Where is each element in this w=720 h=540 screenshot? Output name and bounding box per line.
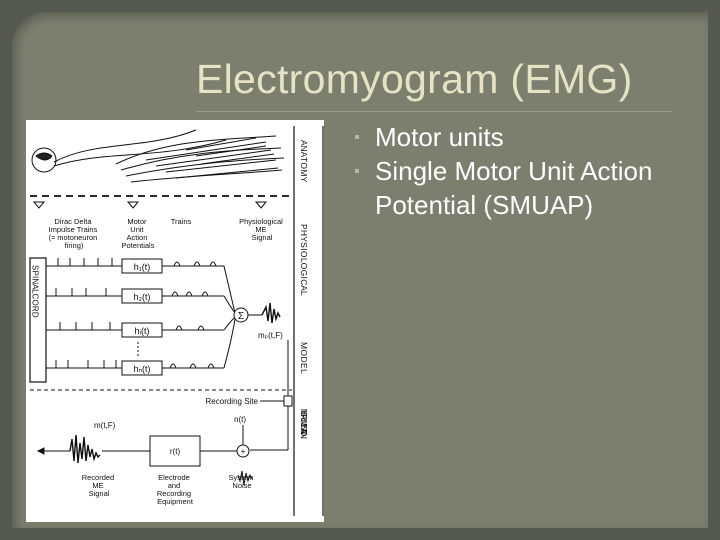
bullet-text: Single Motor Unit Action Potential (SMUA… <box>375 156 653 220</box>
side-label-anatomy: A N A T O M Y <box>299 140 309 183</box>
r-label: r(t) <box>170 447 181 456</box>
col-muap-header: Motor Unit Action Potentials <box>122 217 155 250</box>
bullet-mark-icon <box>355 135 359 139</box>
recording-site-box <box>283 395 293 407</box>
anatomy-sketch <box>31 129 285 183</box>
emg-model-figure: A N A T O M Y P H Y S I O L O G I C A L … <box>26 120 324 522</box>
sum-symbol: Σ <box>238 311 244 322</box>
spinal-cord-box <box>29 257 47 383</box>
plus-symbol: + <box>241 447 246 456</box>
h-box-label: hₙ(t) <box>133 364 150 374</box>
instrumentation-chain <box>36 425 253 486</box>
slide-title: Electromyogram (EMG) <box>196 56 633 102</box>
side-label-physiological: P H Y S I O L O G I C A L <box>299 224 309 296</box>
unit-filter-boxes: h₁(t) h₂(t) hᵢ(t) hₙ(t) <box>121 258 163 376</box>
side-label-model: M O D E L <box>299 342 309 374</box>
down-arrow-icons <box>32 201 268 209</box>
recorded-signal-label: Recorded ME Signal <box>82 473 117 498</box>
side-label-instrumentation: I N S T R U M E N T A T I O N <box>299 409 309 439</box>
sum-node <box>233 307 249 323</box>
col-trains-header: Trains <box>171 217 192 226</box>
bullet-list: Motor units Single Motor Unit Action Pot… <box>355 120 685 222</box>
col-dirac-header: Dirac Delta Impulse Trains (≈ motoneuron… <box>49 217 100 250</box>
recording-site-label: Recording Site <box>206 397 259 406</box>
col-phys-header: Physiological ME Signal <box>239 217 285 242</box>
h-box-label: h₂(t) <box>134 292 151 302</box>
bullet-text: Motor units <box>375 122 504 152</box>
h-box-label: h₁(t) <box>134 262 151 272</box>
bullet-item: Motor units <box>355 120 685 154</box>
title-rule <box>196 111 672 112</box>
emg-diagram: A N A T O M Y P H Y S I O L O G I C A L … <box>29 126 324 516</box>
impulse-trains <box>46 258 281 369</box>
electrode-label: Electrode and Recording Equipment <box>157 473 194 506</box>
m-label: m(t,F) <box>94 421 116 430</box>
n-label: n(t) <box>234 415 246 424</box>
bullet-item: Single Motor Unit Action Potential (SMUA… <box>355 154 685 222</box>
system-noise-label: System Noise <box>228 473 255 490</box>
h-box-label: hᵢ(t) <box>135 326 150 336</box>
bullet-mark-icon <box>355 169 359 173</box>
spinal-cord-label: S P I N A L C O R D <box>31 265 40 318</box>
mp-label: mₚ(t,F) <box>258 331 283 340</box>
